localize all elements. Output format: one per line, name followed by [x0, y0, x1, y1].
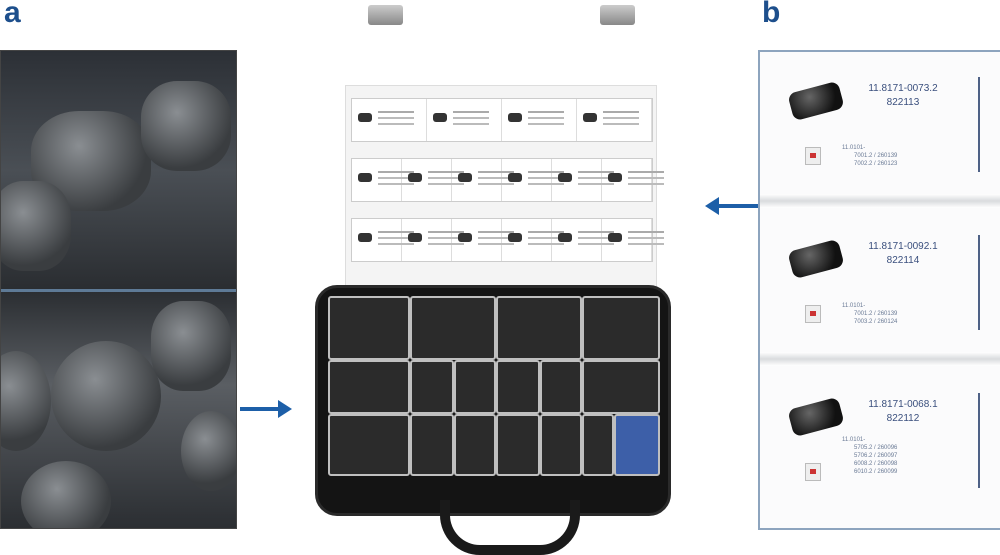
- part-code: 11.8171-0092.1: [868, 241, 938, 252]
- panel-a-photo: [0, 50, 237, 529]
- sub-ref: 11.0101-: [842, 437, 866, 443]
- part-code: 11.8171-0073.2: [868, 83, 938, 94]
- assortment-case: [315, 285, 671, 516]
- sub-ref: 7001.2 / 260139: [854, 153, 898, 159]
- catalog-card: 11.8171-0073.2 822113 11.0101- 7001.2 / 26…: [760, 52, 980, 192]
- panel-label-b: b: [762, 0, 781, 29]
- panel-label-a: a: [4, 0, 21, 29]
- catalog-card: 11.8171-0068.1 822112 11.0101- 5705.2 / 26…: [760, 368, 980, 508]
- sub-ref: 7003.2 / 260124: [854, 319, 898, 325]
- sub-ref: 7001.2 / 260139: [854, 311, 898, 317]
- part-id: 822114: [886, 255, 920, 266]
- case-lid-label-sheet: [345, 85, 664, 287]
- part-id: 822112: [886, 413, 920, 424]
- hose-image: [787, 80, 845, 122]
- panel-b-catalog: 11.8171-0073.2 822113 11.0101- 7001.2 / 26…: [758, 50, 1000, 530]
- sub-ref: 11.0101-: [842, 303, 866, 309]
- hose-image: [787, 238, 845, 280]
- case-clip: [600, 5, 635, 25]
- kit-bag-image: [805, 463, 821, 481]
- sub-ref: 11.0101-: [842, 145, 866, 151]
- sub-ref: 5705.2 / 260096: [854, 445, 898, 451]
- part-id: 822113: [886, 97, 920, 108]
- kit-bag-image: [805, 305, 821, 323]
- sub-ref: 5706.2 / 260097: [854, 453, 898, 459]
- case-clip: [368, 5, 403, 25]
- kit-bag-image: [805, 147, 821, 165]
- sub-ref: 7002.2 / 260123: [854, 161, 898, 167]
- sub-ref: 6010.2 / 260099: [854, 469, 898, 475]
- hose-image: [787, 396, 845, 438]
- part-code: 11.8171-0068.1: [868, 399, 938, 410]
- case-handle: [440, 500, 580, 555]
- arrow-right-icon: [240, 400, 292, 418]
- catalog-card: 11.8171-0092.1 822114 11.0101- 7001.2 / 26…: [760, 210, 980, 350]
- sub-ref: 6008.2 / 260098: [854, 461, 898, 467]
- arrow-left-icon: [705, 197, 760, 215]
